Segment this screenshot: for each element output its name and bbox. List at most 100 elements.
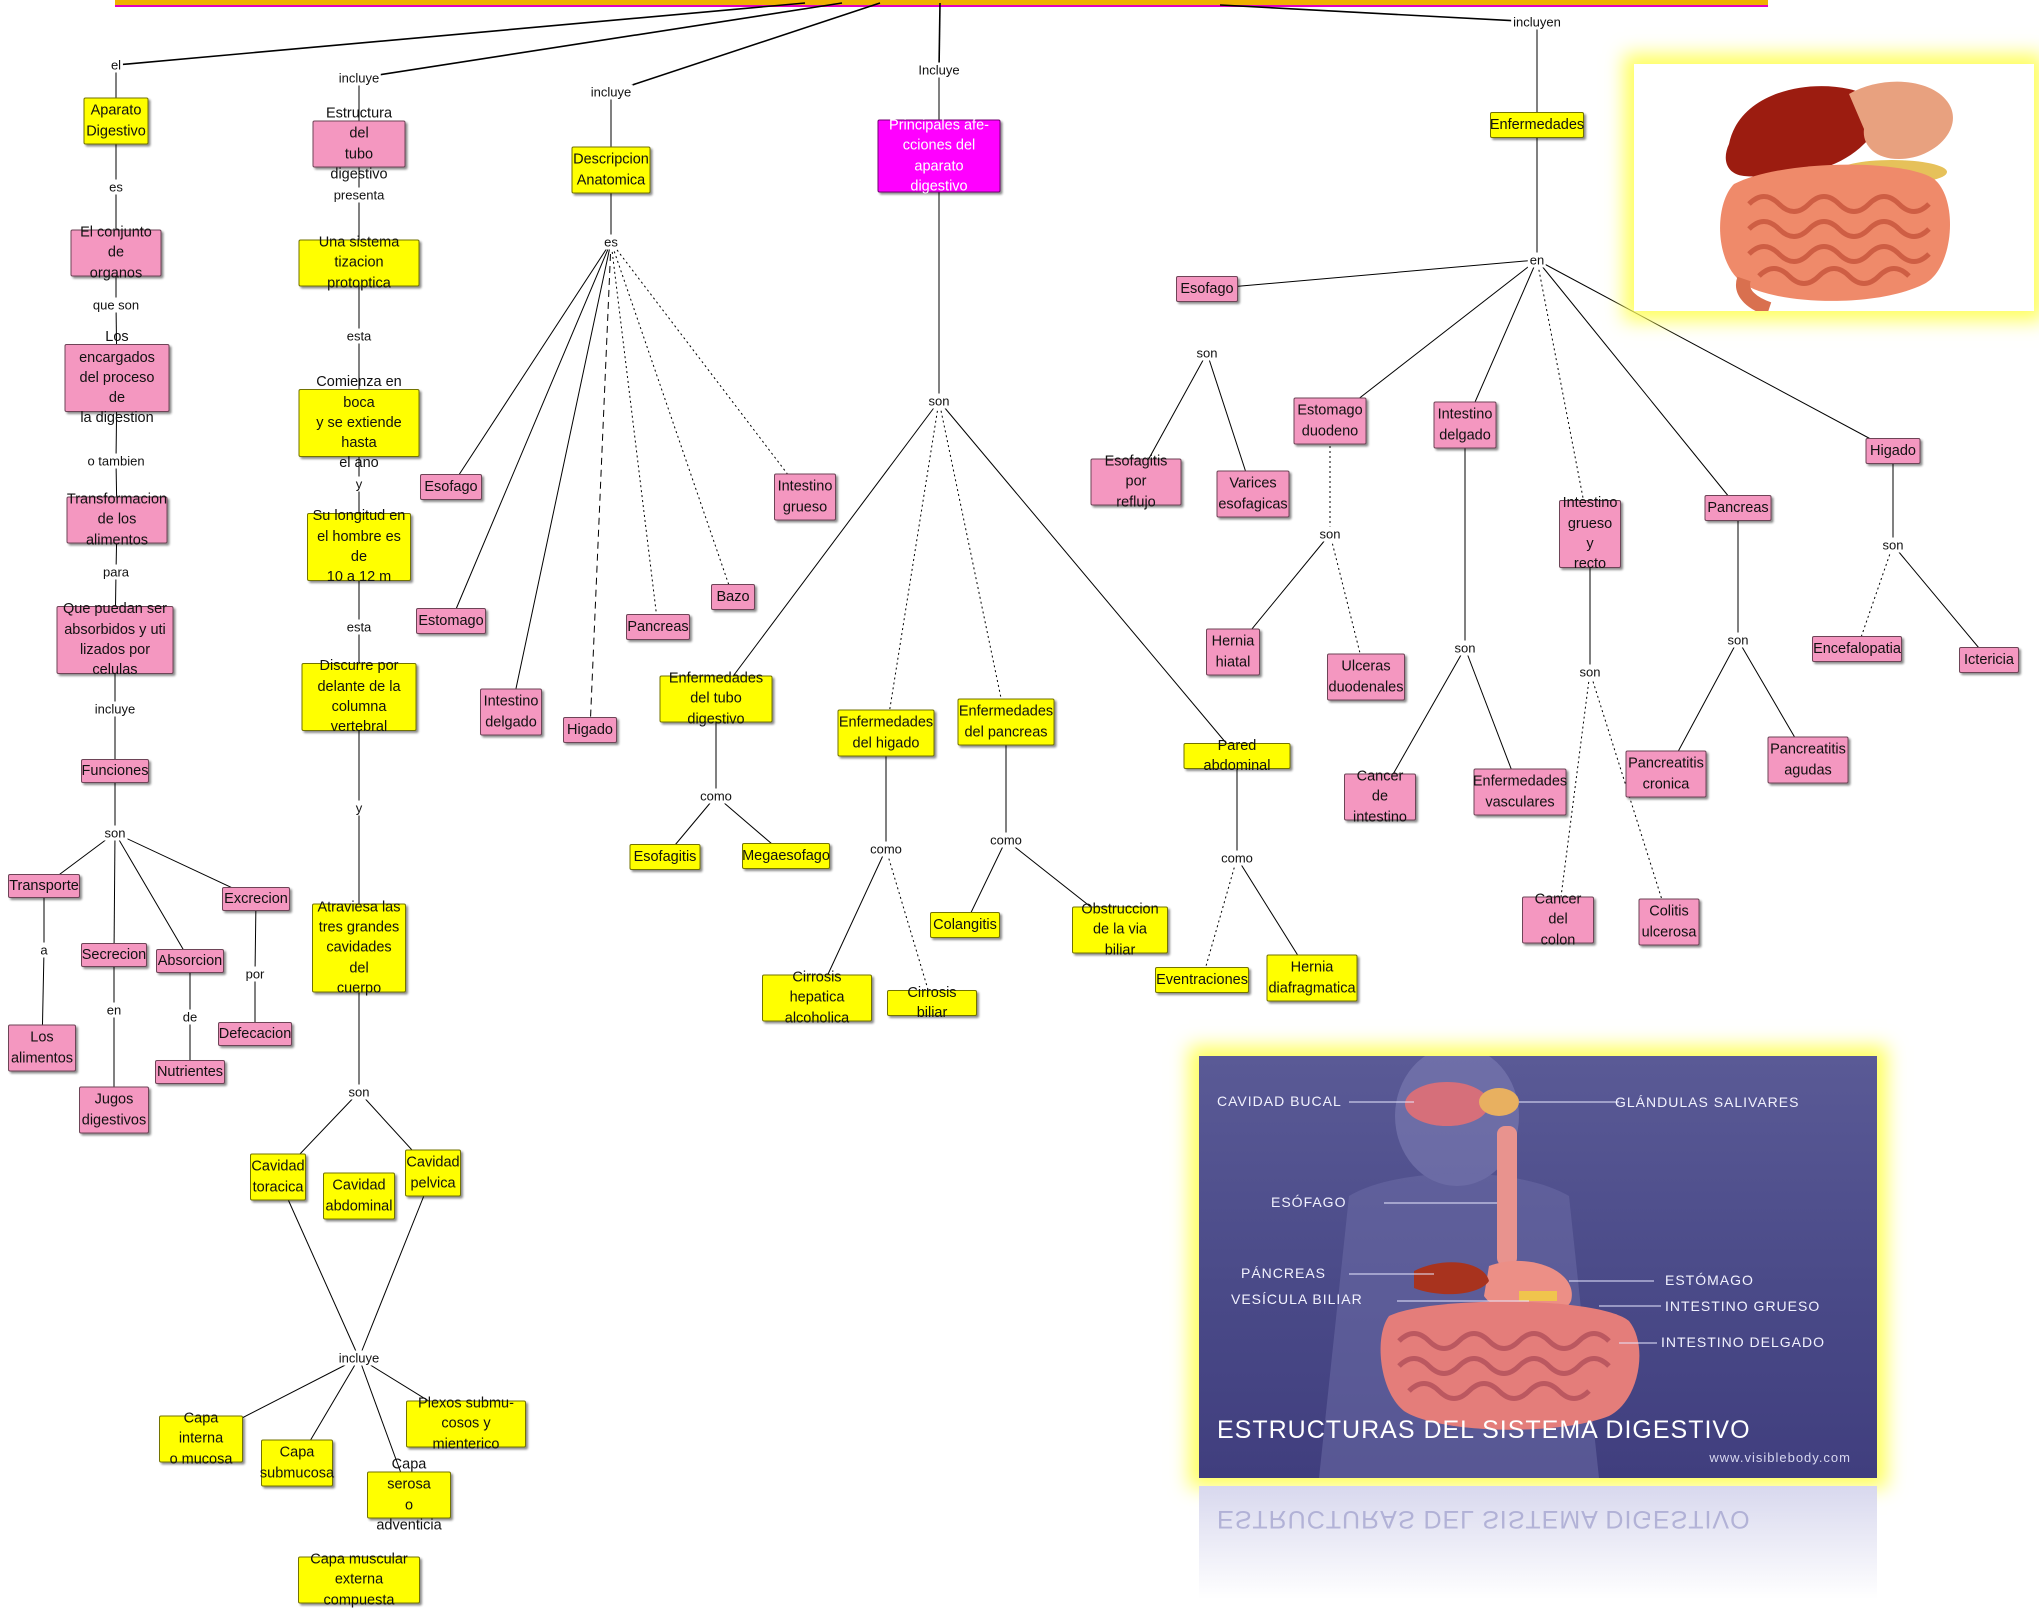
link-label-l_son9: son: [1880, 537, 1906, 553]
node-descripcion[interactable]: Descripcion Anatomica: [571, 146, 651, 194]
root-node-edge: [115, 0, 1768, 7]
node-eventraciones[interactable]: Eventraciones: [1155, 967, 1249, 993]
node-ictericia[interactable]: Ictericia: [1959, 647, 2019, 673]
node-absorbidos[interactable]: Que puedan ser absorbidos y uti lizados …: [56, 601, 174, 678]
node-enfpancreas[interactable]: Enfermedades del pancreas: [957, 698, 1055, 746]
node-intdelgado1[interactable]: Intestino delgado: [480, 688, 542, 736]
connector-top-l_incluye2: [610, 2, 881, 93]
node-excrecion[interactable]: Excrecion: [222, 887, 290, 911]
connector-l_son3-enfhigado: [885, 400, 940, 734]
node-comienza[interactable]: Comienza en boca y se extiende hasta el …: [298, 374, 420, 471]
node-muscular[interactable]: Capa muscular externa compuesta: [298, 1552, 420, 1608]
node-estructura[interactable]: Estructura del tubo digestivo: [312, 105, 406, 182]
node-esofago1[interactable]: Esofago: [420, 474, 482, 500]
node-intgrueso1[interactable]: Intestino grueso: [774, 473, 836, 521]
node-discurre[interactable]: Discurre por delante de la columna verte…: [301, 658, 417, 735]
link-label-l_por: por: [243, 966, 267, 982]
link-label-l_incluye5: incluye: [336, 1350, 382, 1366]
node-aparato[interactable]: Aparato Digestivo: [83, 97, 149, 145]
link-label-l_a: a: [38, 942, 50, 958]
connector-l_son7-cancercolon: [1557, 671, 1591, 921]
node-alimentos[interactable]: Los alimentos: [8, 1024, 76, 1072]
link-label-l_queson: que son: [90, 297, 142, 313]
node-pancreas1[interactable]: Pancreas: [626, 614, 690, 640]
node-sistema[interactable]: Una sistema tizacion protoptica: [298, 235, 420, 291]
node-conjunto[interactable]: El conjunto de organos: [70, 225, 162, 281]
node-encefalopatia[interactable]: Encefalopatia: [1812, 636, 1902, 662]
node-pancreas2[interactable]: Pancreas: [1704, 495, 1772, 521]
node-pelvica[interactable]: Cavidad pelvica: [405, 1149, 461, 1197]
link-label-l_y1: y: [353, 476, 365, 492]
node-vasculares[interactable]: Enfermedades vasculares: [1473, 768, 1567, 816]
link-label-l_en2: en: [1527, 252, 1547, 268]
link-label-l_y2: y: [353, 800, 365, 816]
link-label-l_de: de: [180, 1009, 200, 1025]
node-ulceras[interactable]: Ulceras duodenales: [1327, 653, 1405, 701]
link-label-l_son2: son: [346, 1084, 372, 1100]
node-cancerint[interactable]: Cancer de intestino: [1344, 769, 1416, 825]
connector-l_es2-estomago1: [450, 241, 612, 622]
anatomy-illustration: [1319, 1056, 1661, 1478]
node-serosa[interactable]: Capa serosa o adventicia: [367, 1456, 451, 1533]
node-longitud[interactable]: Su longitud en el hombre es de 10 a 12 m: [307, 508, 411, 585]
node-panccronica[interactable]: Pancreatitis cronica: [1625, 750, 1707, 798]
node-hernia_hiatal[interactable]: Hernia hiatal: [1206, 628, 1260, 676]
node-estomago1[interactable]: Estomago: [416, 608, 486, 634]
node-interna[interactable]: Capa interna o mucosa: [159, 1411, 243, 1467]
link-label-l_esta2: esta: [344, 619, 374, 635]
node-defecacion[interactable]: Defecacion: [218, 1022, 292, 1046]
node-enfermedades[interactable]: Enfermedades: [1490, 112, 1584, 138]
node-colitis[interactable]: Colitis ulcerosa: [1638, 898, 1700, 946]
node-encargados[interactable]: Los encargados del proceso de la digesti…: [64, 329, 170, 426]
link-label-l_como3: como: [988, 832, 1024, 848]
node-colangitis[interactable]: Colangitis: [930, 912, 1000, 938]
node-abdominal[interactable]: Cavidad abdominal: [323, 1172, 395, 1220]
node-enftubo[interactable]: Enfermedades del tubo digestivo: [659, 671, 773, 727]
node-hernia_diaf[interactable]: Hernia diafragmatica: [1266, 954, 1358, 1002]
node-varices[interactable]: Varices esofagicas: [1216, 470, 1290, 518]
node-cirrosisbil[interactable]: Cirrosis biliar: [887, 985, 977, 1021]
anatomy-title-reflection: ESTRUCTURAS DEL SISTEMA DIGESTIVO: [1217, 1505, 1751, 1533]
node-jugos[interactable]: Jugos digestivos: [79, 1086, 149, 1134]
node-esofago2[interactable]: Esofago: [1176, 276, 1238, 302]
node-obstruccion[interactable]: Obstruccion de la via biliar: [1072, 902, 1168, 958]
node-enfhigado[interactable]: Enfermedades del higado: [837, 709, 935, 757]
node-secrecion[interactable]: Secrecion: [81, 943, 147, 967]
connector-l_son3-enfpancreas: [938, 400, 1007, 723]
link-label-l_incluye3: Incluye: [916, 62, 962, 78]
label-glandulas-salivares: GLÁNDULAS SALIVARES: [1615, 1094, 1800, 1110]
node-pancagudas[interactable]: Pancreatitis agudas: [1767, 736, 1849, 784]
node-intgrueso2[interactable]: Intestino grueso y recto: [1559, 495, 1621, 572]
node-pared[interactable]: Pared abdominal: [1183, 738, 1291, 774]
link-label-l_son8: son: [1725, 632, 1751, 648]
connector-top-l_el: [115, 2, 806, 66]
node-estomago2[interactable]: Estomago duodeno: [1293, 397, 1367, 445]
node-submucosa[interactable]: Capa submucosa: [260, 1439, 334, 1487]
connector-l_es2-higado1: [589, 241, 612, 731]
connector-toracica-l_incluye5: [277, 1176, 360, 1359]
node-esofagitis[interactable]: Esofagitis: [629, 844, 701, 870]
node-cirrosishep[interactable]: Cirrosis hepatica alcoholica: [762, 970, 872, 1026]
node-nutrientes[interactable]: Nutrientes: [155, 1060, 225, 1084]
node-megaesofago[interactable]: Megaesofago: [742, 843, 830, 869]
node-funciones[interactable]: Funciones: [81, 759, 149, 783]
connector-l_son6-vasculares: [1464, 647, 1521, 793]
node-absorcion[interactable]: Absorcion: [156, 949, 224, 973]
node-esofagitis_ref[interactable]: Esofagitis por reflujo: [1090, 454, 1182, 510]
link-label-l_incluye4: incluye: [92, 701, 138, 717]
link-label-l_son7: son: [1577, 664, 1603, 680]
node-atraviesa[interactable]: Atraviesa las tres grandes cavidades del…: [312, 899, 406, 996]
node-plexos[interactable]: Plexos submu- cosos y mienterico: [406, 1396, 526, 1452]
node-bazo[interactable]: Bazo: [711, 584, 755, 610]
node-intdelgado2[interactable]: Intestino delgado: [1433, 401, 1497, 449]
node-cancercolon[interactable]: Cancer del colon: [1522, 892, 1594, 948]
node-transporte[interactable]: Transporte: [8, 874, 80, 898]
node-principales[interactable]: Principales afe- cciones del aparato dig…: [877, 117, 1001, 194]
label-cavidad-bucal: CAVIDAD BUCAL: [1217, 1093, 1342, 1109]
node-higado2[interactable]: Higado: [1865, 438, 1921, 464]
node-higado1[interactable]: Higado: [563, 717, 617, 743]
anatomy-watermark: www.visiblebody.com: [1709, 1450, 1851, 1465]
link-label-l_como4: como: [1219, 850, 1255, 866]
node-transformacion[interactable]: Transformacion de los alimentos: [66, 491, 168, 549]
node-toracica[interactable]: Cavidad toracica: [250, 1153, 306, 1201]
